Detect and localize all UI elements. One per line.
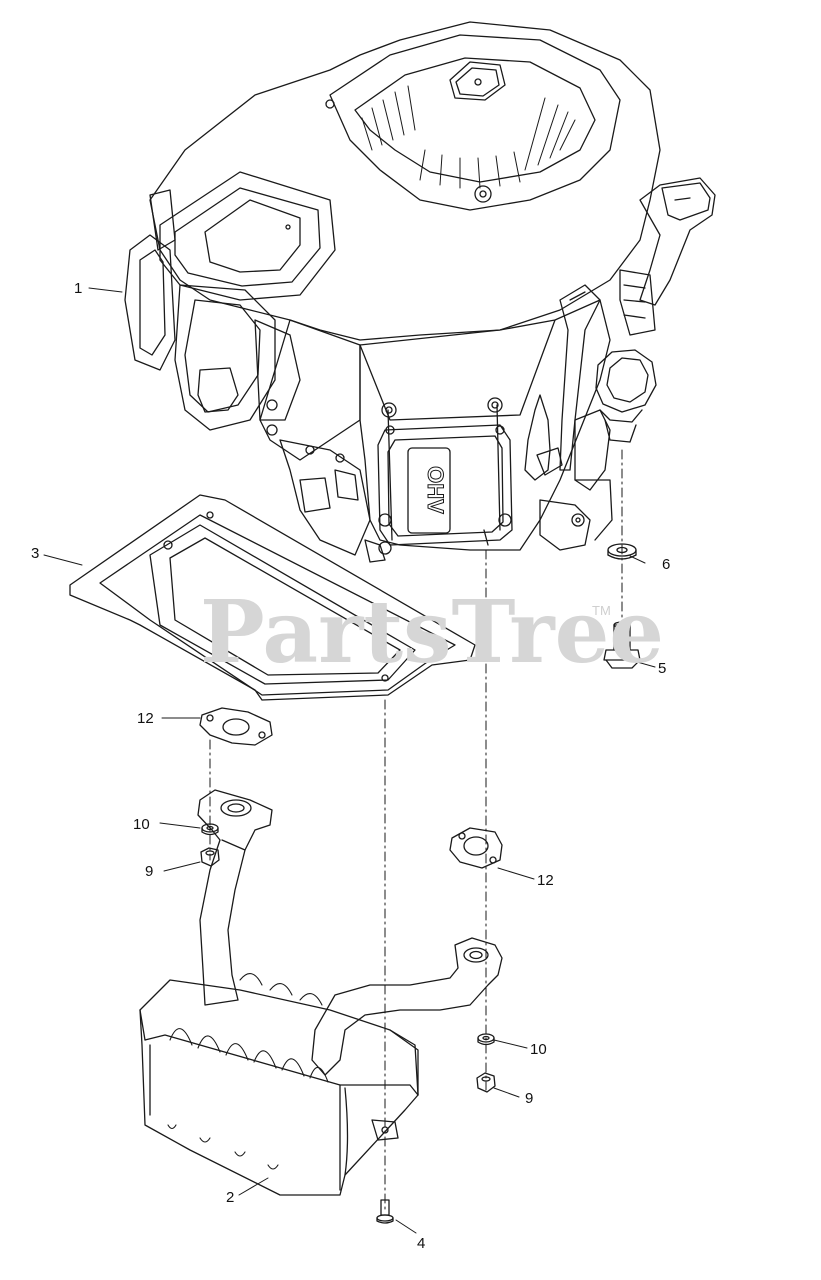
callout-9a: 9 (145, 863, 154, 880)
bolt-5 (603, 621, 641, 669)
lock-washer-10a (201, 823, 219, 836)
callout-12a: 12 (137, 710, 154, 727)
washer-6 (607, 543, 637, 560)
callout-1: 1 (74, 280, 83, 297)
callout-12b: 12 (537, 872, 554, 889)
watermark-text: PartsTree (200, 582, 665, 683)
muffler (139, 789, 503, 1196)
callout-6: 6 (662, 556, 671, 573)
hex-nut-9b (476, 1072, 496, 1093)
callout-3: 3 (31, 545, 40, 562)
engine-assembly (124, 21, 716, 563)
callout-9b: 9 (525, 1090, 534, 1107)
screw-4 (376, 1199, 394, 1224)
callout-2: 2 (226, 1189, 235, 1206)
callout-10b: 10 (530, 1041, 547, 1058)
exhaust-gasket-12b (449, 827, 503, 869)
callout-4: 4 (417, 1235, 426, 1252)
base-gasket (69, 494, 476, 701)
callout-5: 5 (658, 660, 667, 677)
watermark-trademark: TM (592, 603, 611, 618)
callout-leaders (43, 287, 656, 1234)
callout-10a: 10 (133, 816, 150, 833)
lock-washer-10b (477, 1033, 495, 1046)
exhaust-gasket-12a (199, 707, 273, 746)
assembly-guidelines (209, 449, 623, 1211)
hex-nut-9a (200, 847, 220, 867)
ohv-badge: OHV (423, 466, 448, 514)
